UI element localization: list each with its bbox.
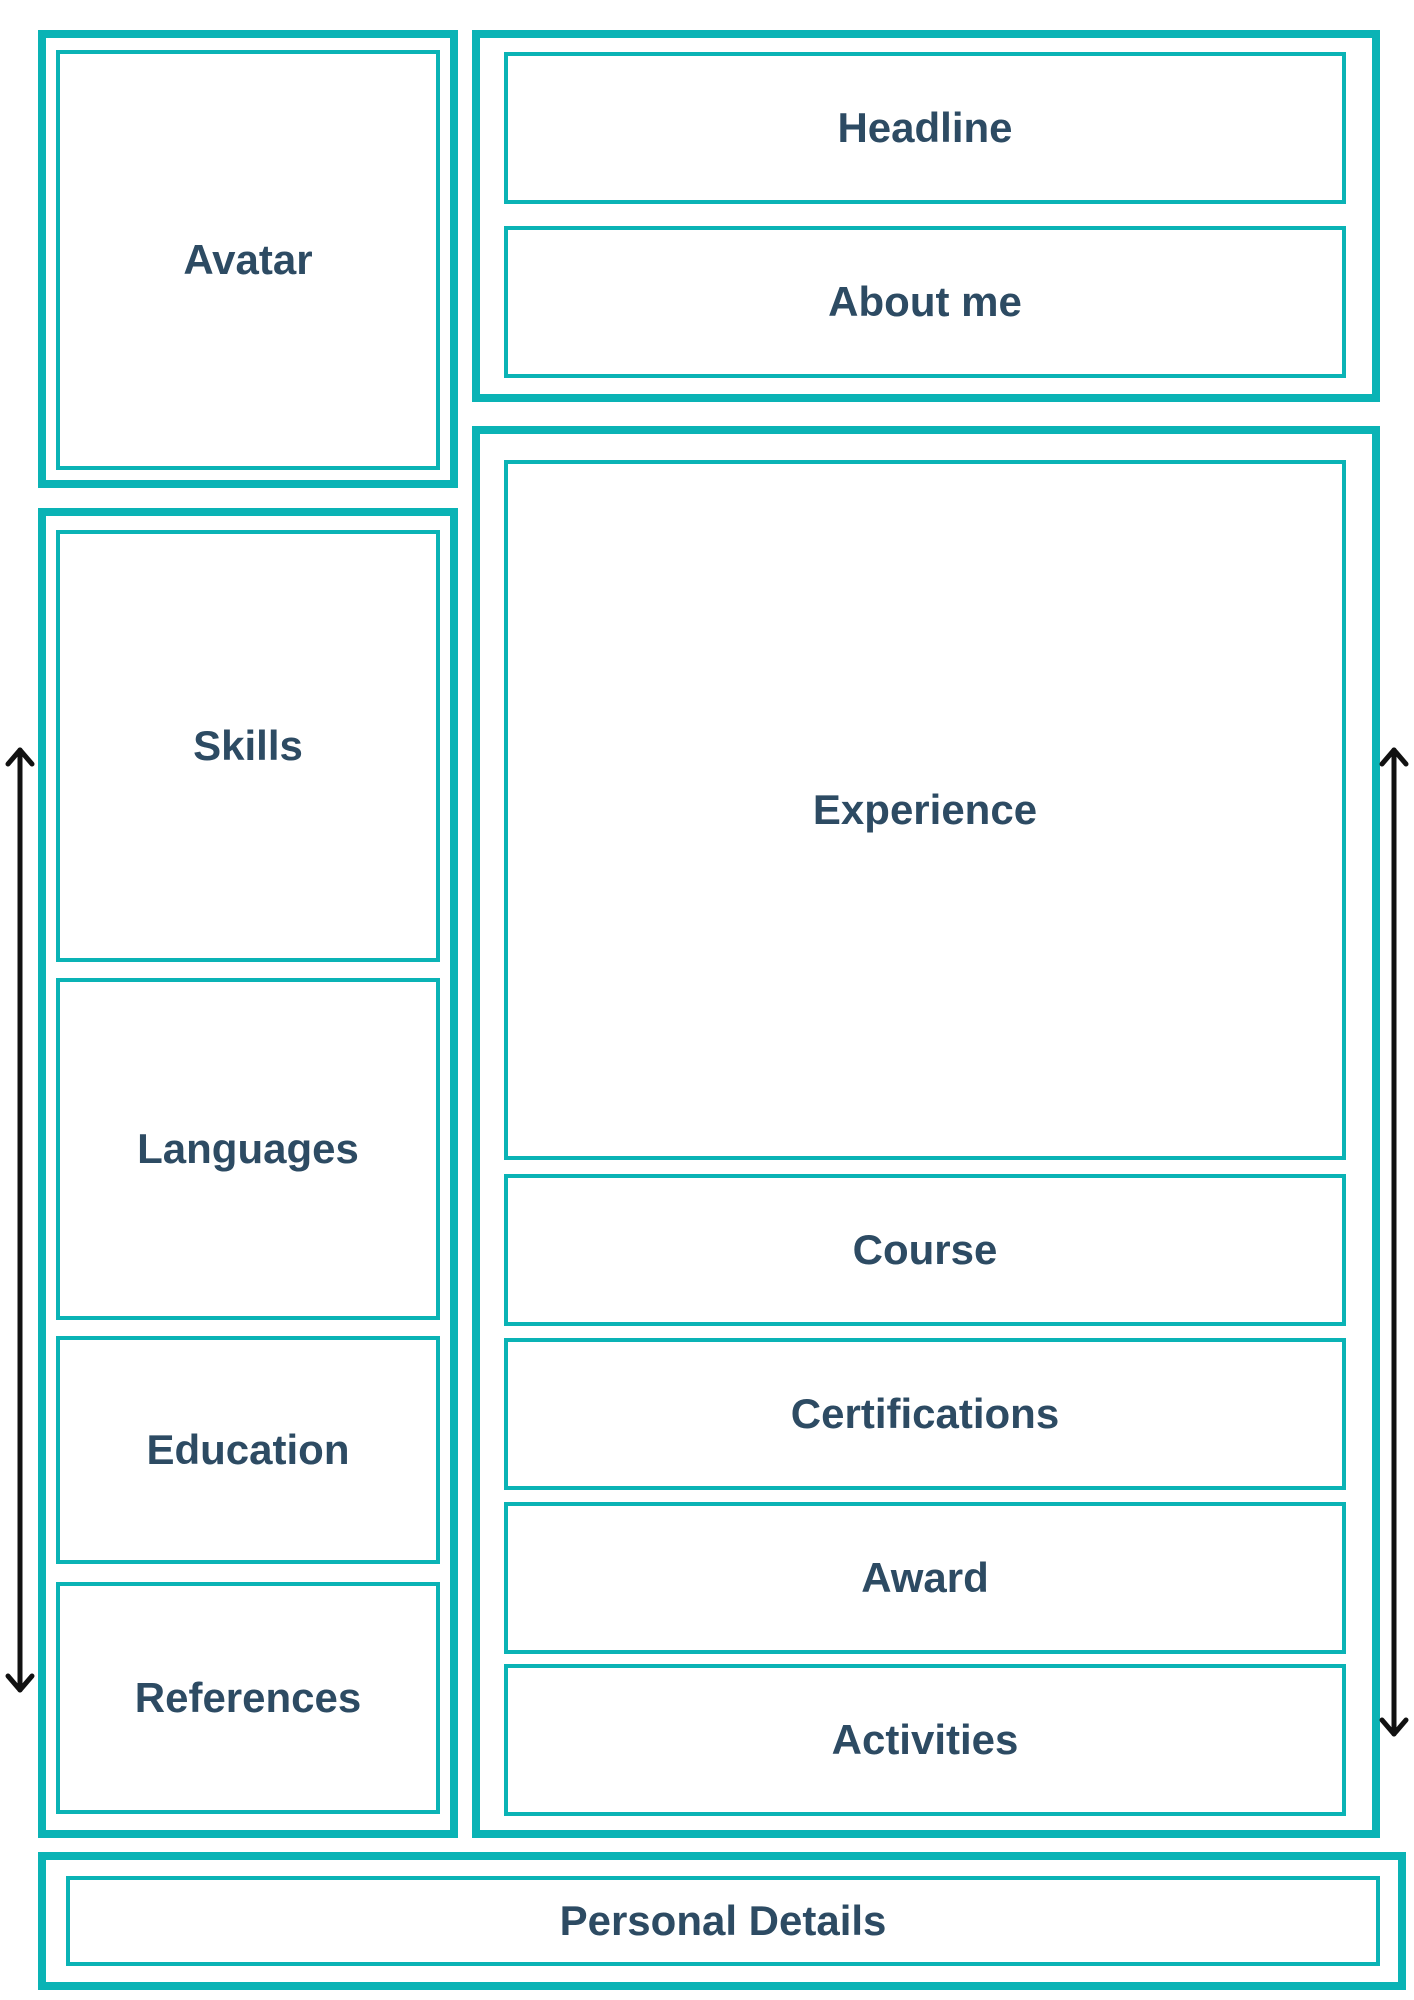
headline-section: Headline — [504, 52, 1346, 204]
award-section: Award — [504, 1502, 1346, 1654]
about-me-label: About me — [828, 278, 1022, 325]
personal-details-label: Personal Details — [559, 1897, 887, 1944]
skills-label: Skills — [193, 722, 303, 769]
avatar-section: Avatar — [56, 50, 440, 470]
experience-label: Experience — [812, 786, 1038, 833]
personal-details-section: Personal Details — [66, 1876, 1380, 1966]
award-label: Award — [861, 1554, 989, 1601]
certifications-section: Certifications — [504, 1338, 1346, 1490]
experience-section: Experience — [504, 460, 1346, 1160]
right-vertical-arrow-icon — [1379, 747, 1409, 1737]
languages-section: Languages — [56, 978, 440, 1320]
activities-section: Activities — [504, 1664, 1346, 1816]
references-section: References — [56, 1582, 440, 1814]
skills-section: Skills — [56, 530, 440, 962]
about-me-section: About me — [504, 226, 1346, 378]
education-label: Education — [146, 1426, 350, 1473]
education-section: Education — [56, 1336, 440, 1564]
course-label: Course — [852, 1226, 998, 1273]
headline-label: Headline — [837, 104, 1013, 151]
activities-label: Activities — [831, 1716, 1019, 1763]
languages-label: Languages — [137, 1125, 359, 1172]
certifications-label: Certifications — [790, 1390, 1060, 1437]
references-label: References — [134, 1674, 362, 1721]
course-section: Course — [504, 1174, 1346, 1326]
left-vertical-arrow-icon — [5, 747, 35, 1693]
avatar-label: Avatar — [183, 236, 313, 283]
